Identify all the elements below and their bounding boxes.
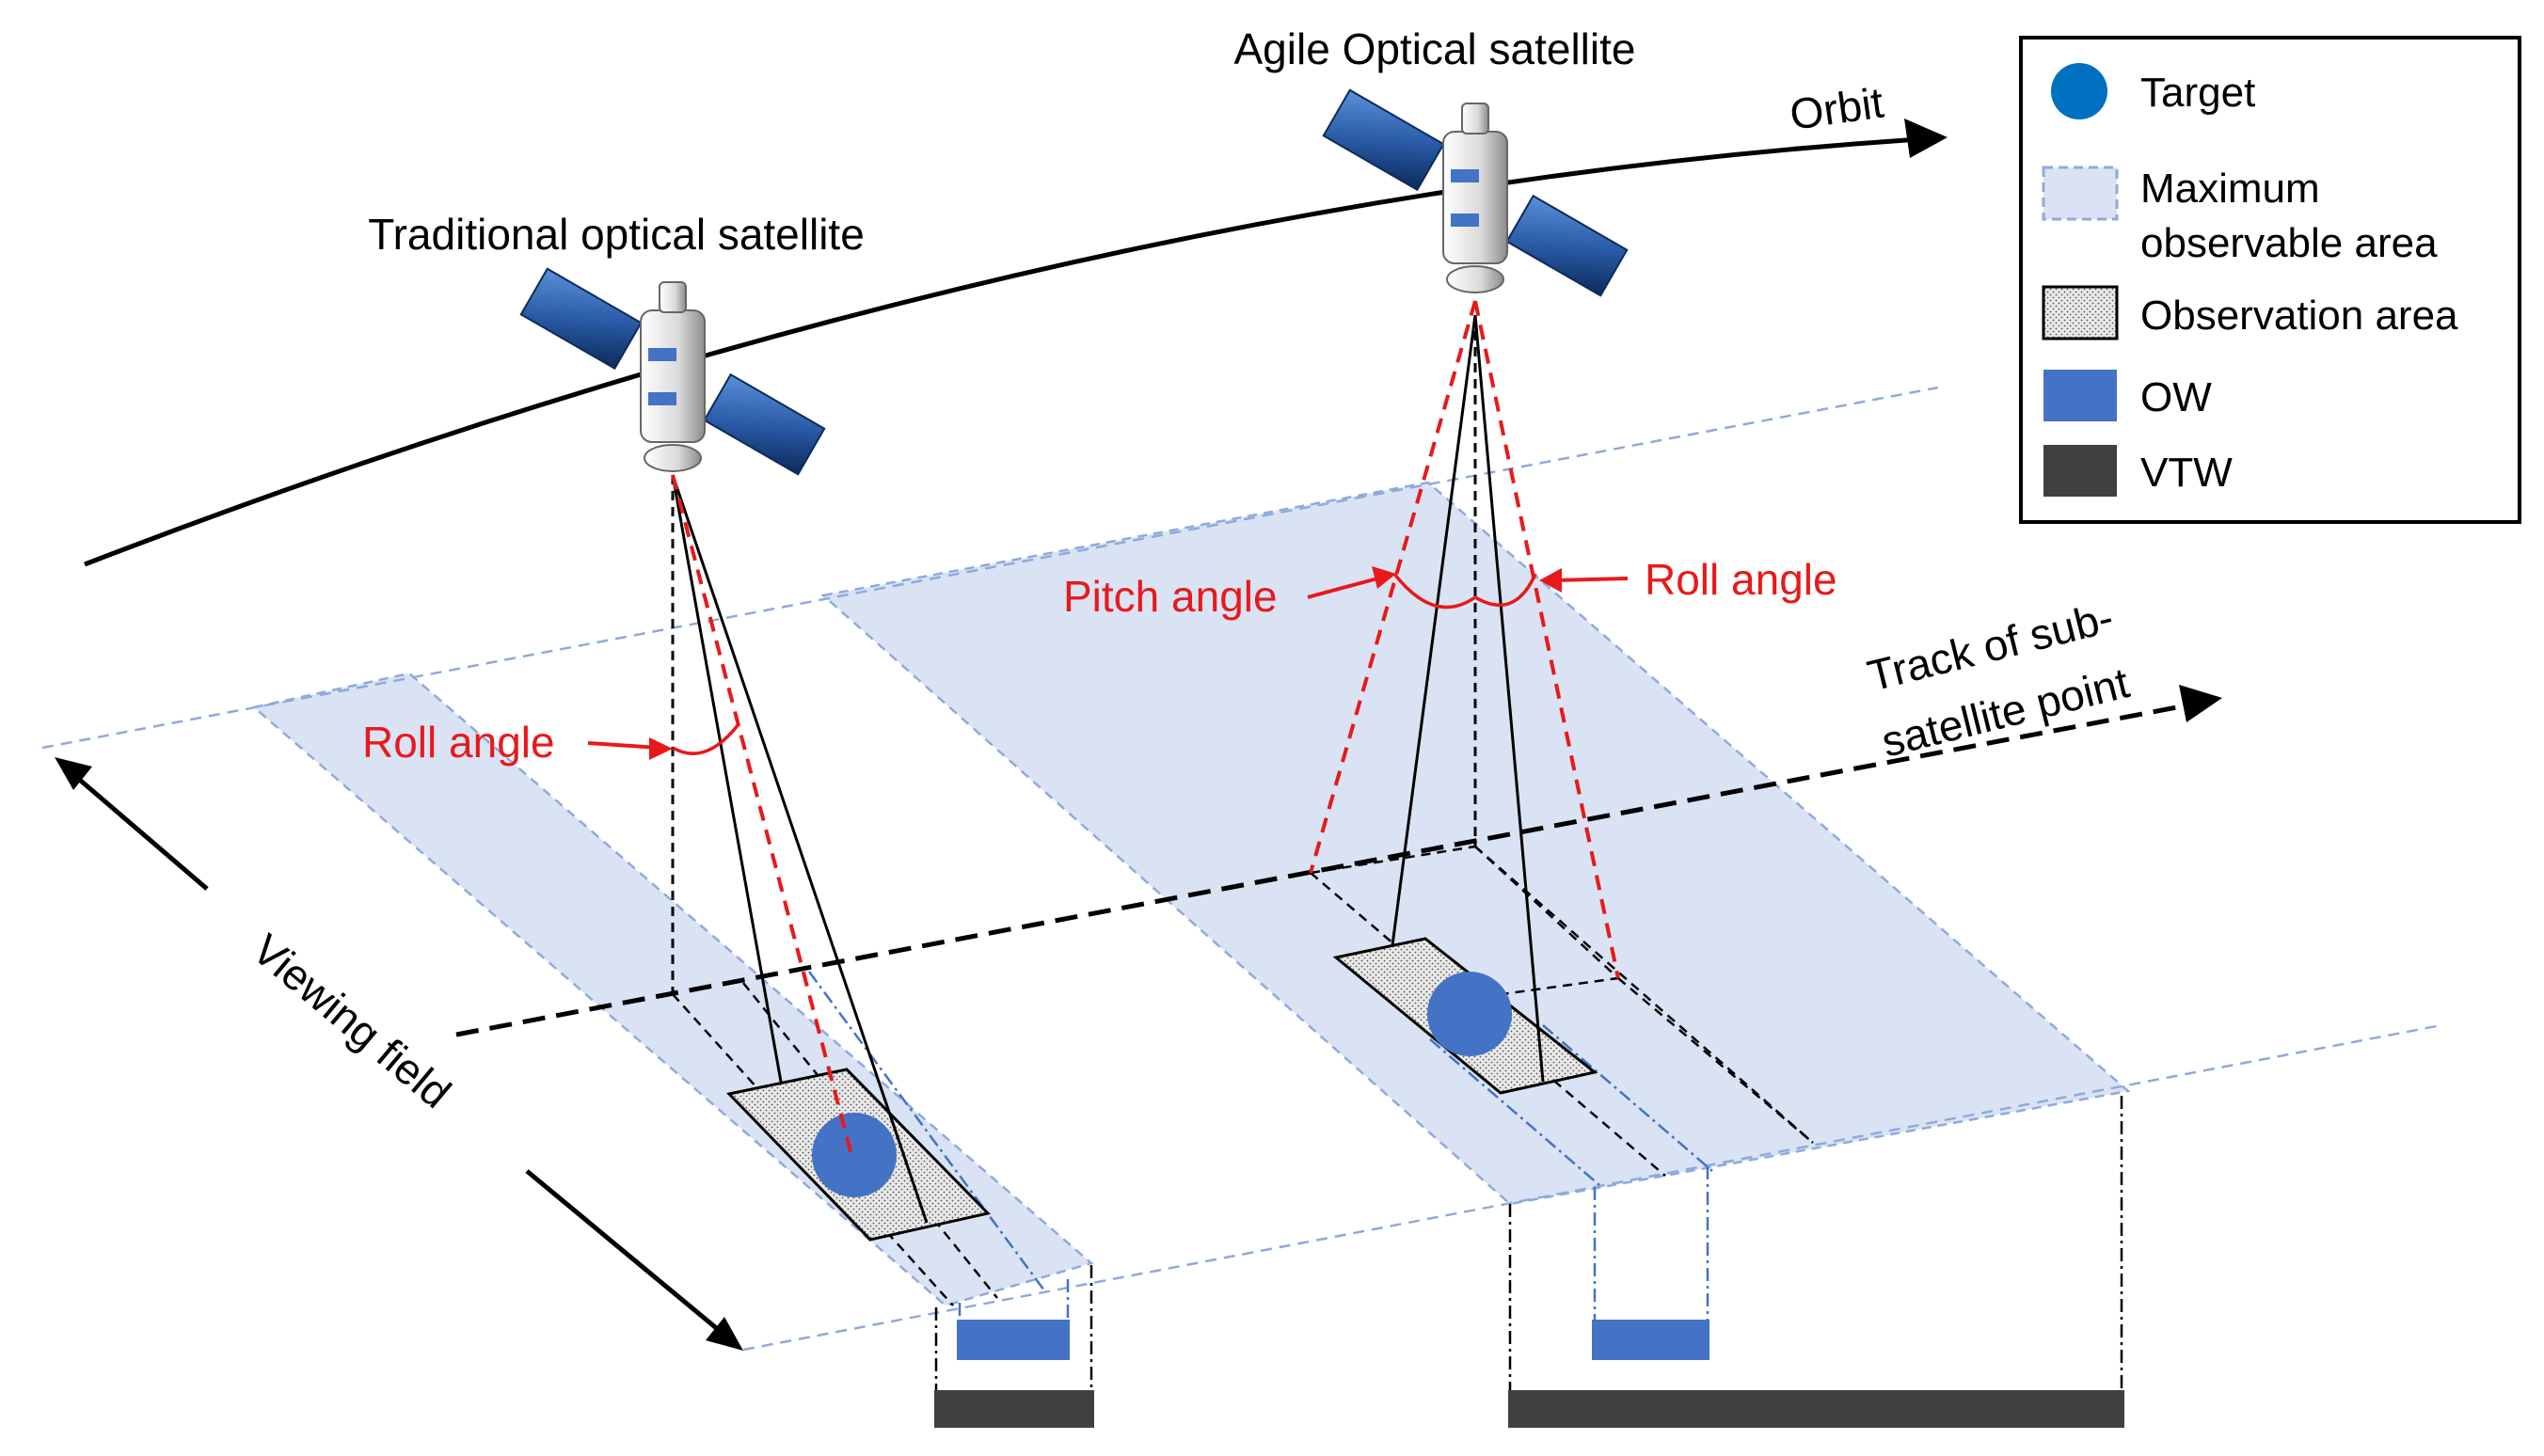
agile-pitch-arrow [1307, 566, 1396, 599]
traditional-vtw-bar [934, 1390, 1094, 1428]
pitch-angle-label: Pitch angle [1063, 572, 1278, 621]
legend-target-label: Target [2140, 70, 2255, 116]
traditional-roll-arc [672, 722, 740, 755]
legend: Target Maximum observable area Observati… [2019, 36, 2521, 524]
target-circle-icon [2051, 63, 2107, 119]
observation-area-swatch-icon [2042, 285, 2119, 340]
agile-roll-arc [1474, 573, 1537, 607]
traditional-sensor-lines [671, 474, 929, 1224]
agile-ow-bar [1592, 1320, 1709, 1360]
max-area-swatch-icon [2042, 166, 2119, 221]
legend-max-area-label2: observable area [2140, 220, 2438, 266]
traditional-target [812, 1113, 897, 1197]
agile-pitch-arc [1392, 572, 1477, 609]
legend-max-area-label: Maximum [2140, 166, 2320, 212]
legend-observation-area-label: Observation area [2140, 293, 2458, 339]
viewing-field-label: Viewing field [244, 925, 461, 1117]
agile-satellite-label: Agile Optical satellite [1234, 24, 1636, 73]
agile-satellite-icon [1322, 88, 1629, 297]
viewing-field-arrow-down [525, 1169, 743, 1351]
agile-roll-arrow [1539, 568, 1629, 593]
agile-sensor-lines [1309, 300, 1620, 1083]
traditional-ow-bar [957, 1320, 1070, 1360]
traditional-roll-angle-label: Roll angle [362, 718, 555, 767]
orbit-label: Orbit [1787, 78, 1886, 139]
vtw-swatch-icon [2043, 445, 2117, 497]
legend-vtw-label: VTW [2140, 450, 2233, 496]
sub-satellite-track [455, 685, 2222, 1037]
ow-swatch-icon [2043, 370, 2117, 421]
traditional-satellite-label: Traditional optical satellite [368, 210, 865, 259]
ground-plane-edges [41, 386, 2442, 1352]
legend-ow-label: OW [2140, 374, 2212, 420]
agile-target [1427, 972, 1512, 1056]
orbit-path [84, 119, 1948, 567]
viewing-field-arrow-up [55, 757, 209, 891]
agile-roll-angle-label: Roll angle [1645, 555, 1837, 604]
legend-box [2019, 36, 2521, 524]
agile-vtw-bar [1508, 1390, 2124, 1428]
traditional-roll-arrow [587, 737, 673, 760]
traditional-satellite-icon [519, 267, 826, 476]
